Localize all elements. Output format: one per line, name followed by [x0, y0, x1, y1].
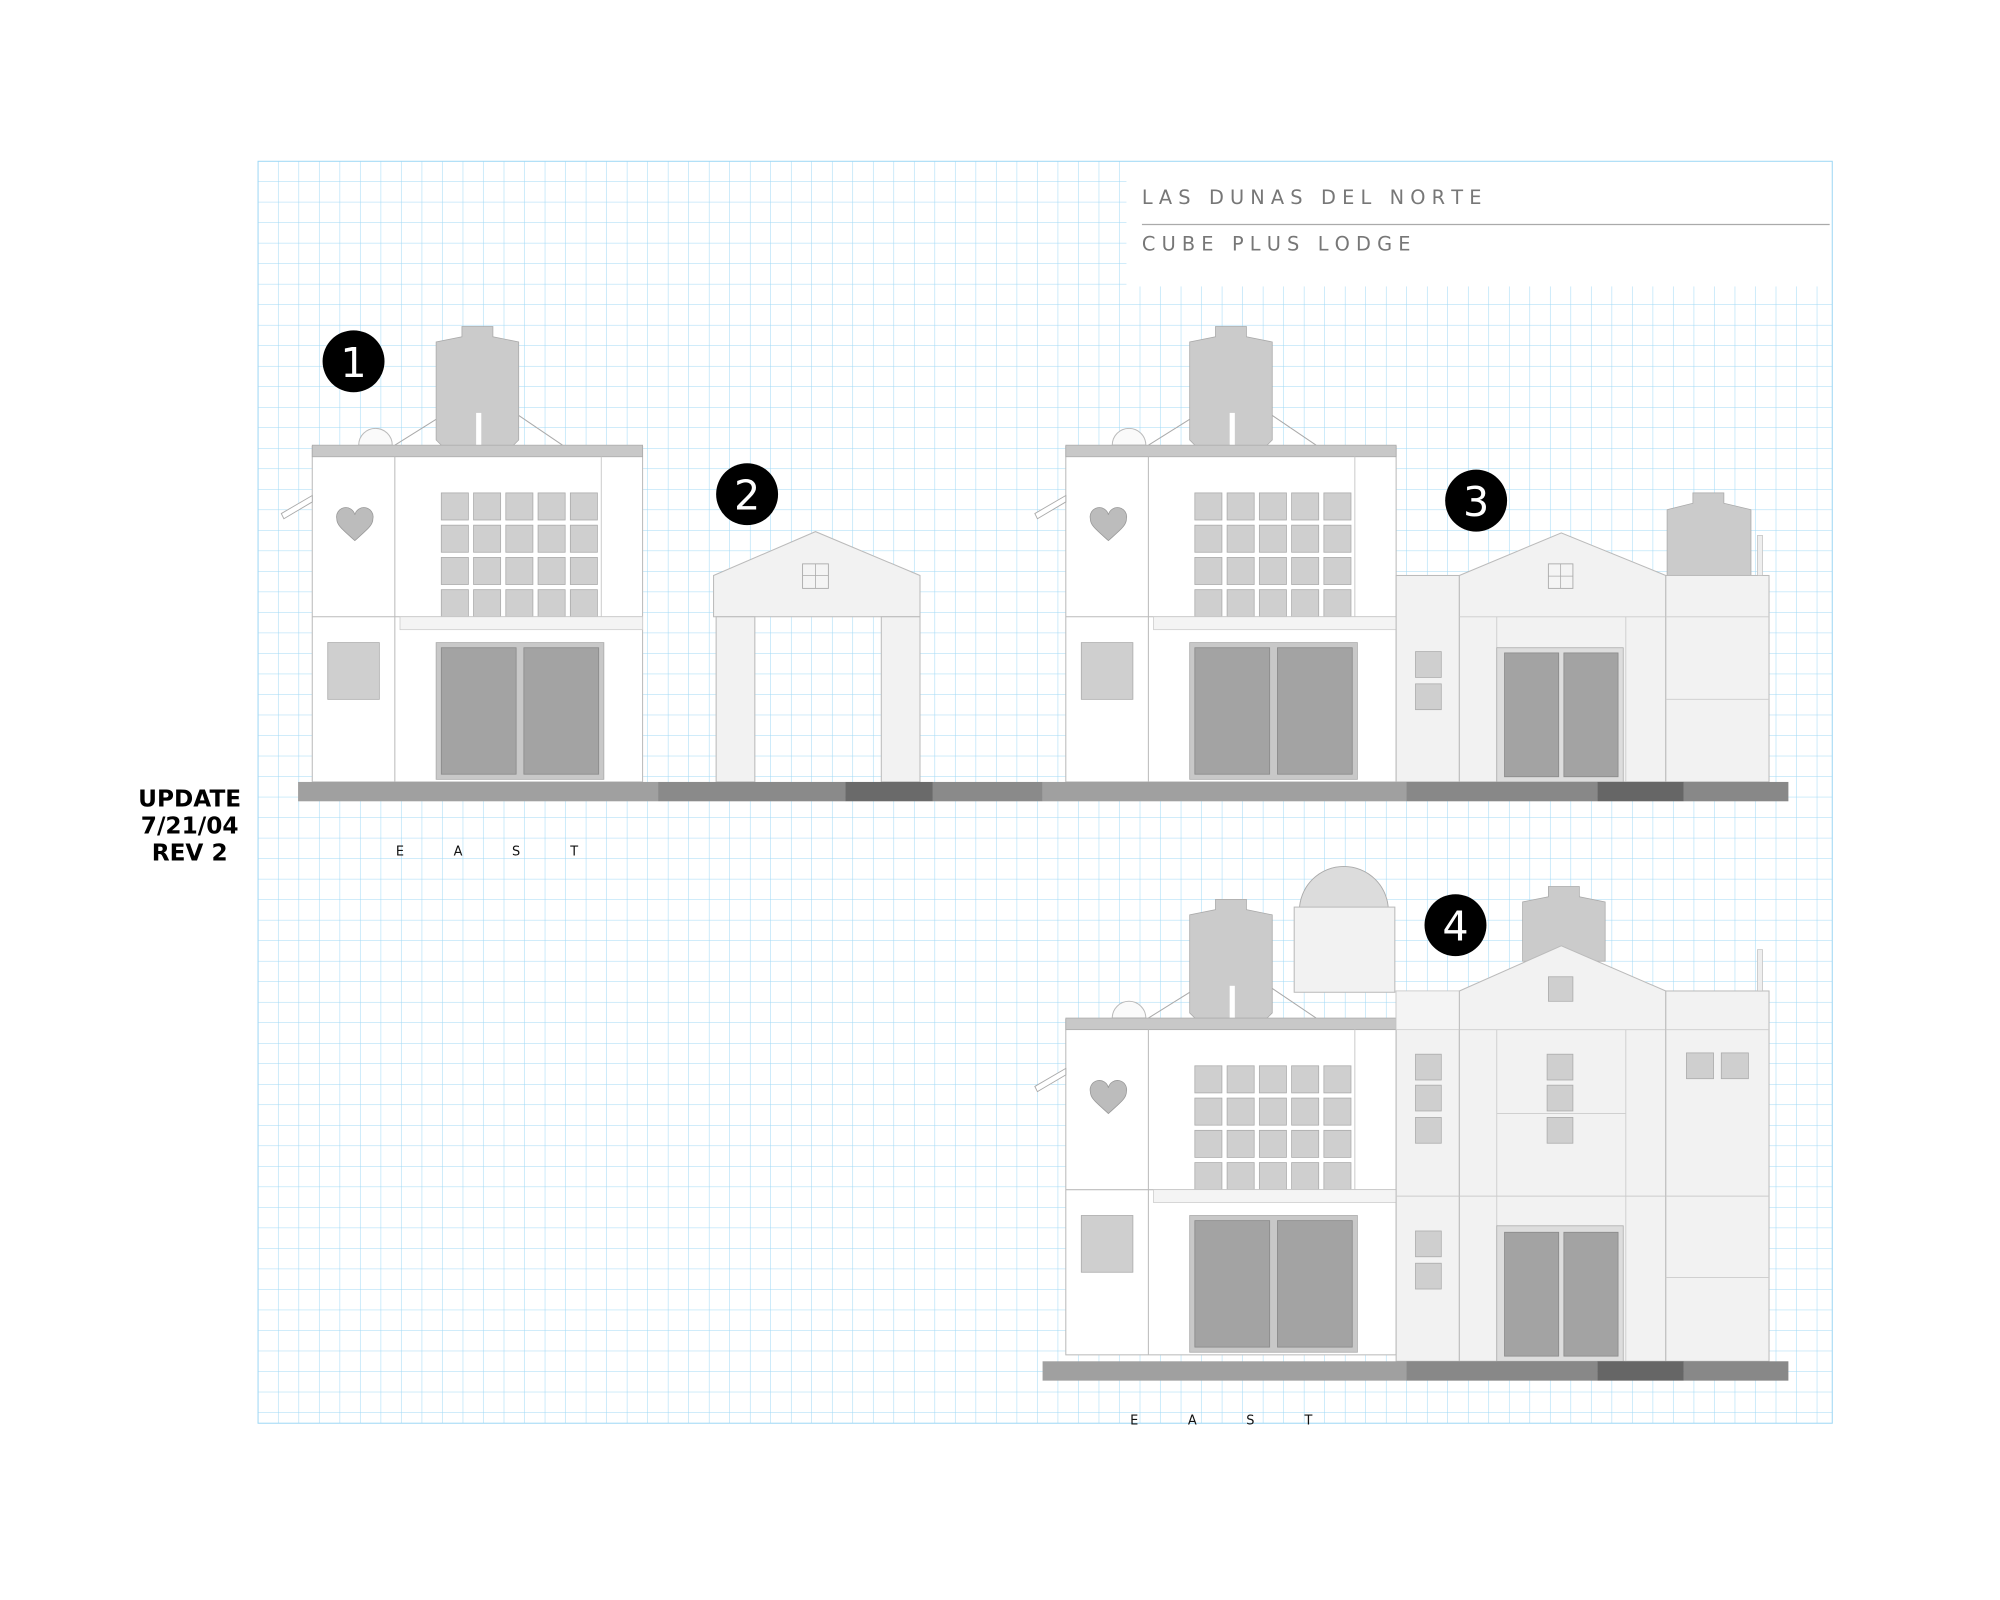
project-title: L A S D U N A S D E L N O R T E — [1142, 186, 1482, 209]
elevation-2-carport — [713, 531, 921, 783]
svg-text:A: A — [454, 844, 463, 859]
svg-text:2: 2 — [734, 472, 760, 520]
project-subtitle: C U B E P L U S L O D G E — [1142, 232, 1411, 255]
svg-text:1: 1 — [340, 339, 366, 387]
ground-base-upper — [298, 781, 1789, 802]
svg-text:4: 4 — [1442, 903, 1468, 951]
svg-text:3: 3 — [1463, 478, 1489, 526]
revision-label: REV 2 — [152, 840, 228, 867]
svg-text:E: E — [1130, 1414, 1138, 1429]
svg-text:S: S — [512, 844, 520, 859]
grid-border — [257, 160, 1833, 1424]
east-label-upper: E A S T — [396, 844, 578, 859]
svg-text:T: T — [1303, 1414, 1312, 1429]
ground-base-lower — [1042, 1361, 1789, 1381]
update-label: UPDATE — [138, 785, 241, 812]
graph-paper-grid-top — [258, 161, 1127, 287]
update-date: 7/21/04 — [141, 813, 239, 840]
elevation-3-cube-plus — [1034, 325, 1770, 783]
badge-4: 4 — [1424, 894, 1487, 957]
svg-text:T: T — [569, 844, 578, 859]
east-label-lower: E A S T — [1130, 1414, 1312, 1429]
badge-3: 3 — [1445, 469, 1508, 532]
svg-text:E: E — [396, 844, 404, 859]
badge-1: 1 — [322, 330, 385, 393]
badge-2: 2 — [716, 463, 779, 526]
svg-text:S: S — [1246, 1414, 1254, 1429]
svg-text:A: A — [1188, 1414, 1197, 1429]
